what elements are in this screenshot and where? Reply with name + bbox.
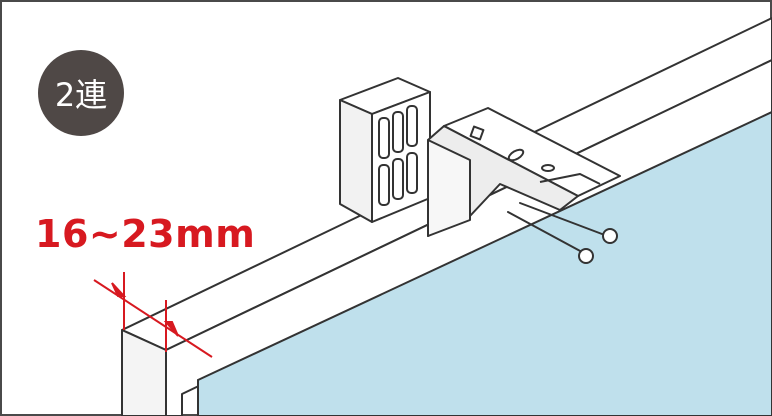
- count-badge: 2連: [38, 50, 124, 136]
- magnet-block: [339, 77, 431, 223]
- screw-upper: [519, 202, 603, 235]
- screws: [507, 202, 618, 264]
- dimension-marks: [93, 272, 213, 358]
- arrow-right: [163, 321, 179, 337]
- frame-front-face: [121, 329, 167, 416]
- thickness-label: 16~23mm: [35, 212, 256, 256]
- arrow-left: [111, 282, 127, 297]
- dimension-line: [93, 279, 213, 358]
- screw-lower: [507, 211, 583, 253]
- screw-head-upper: [602, 228, 618, 244]
- mounting-bracket: [427, 107, 621, 237]
- glass-pane: [197, 110, 772, 416]
- screw-head-lower: [578, 248, 594, 264]
